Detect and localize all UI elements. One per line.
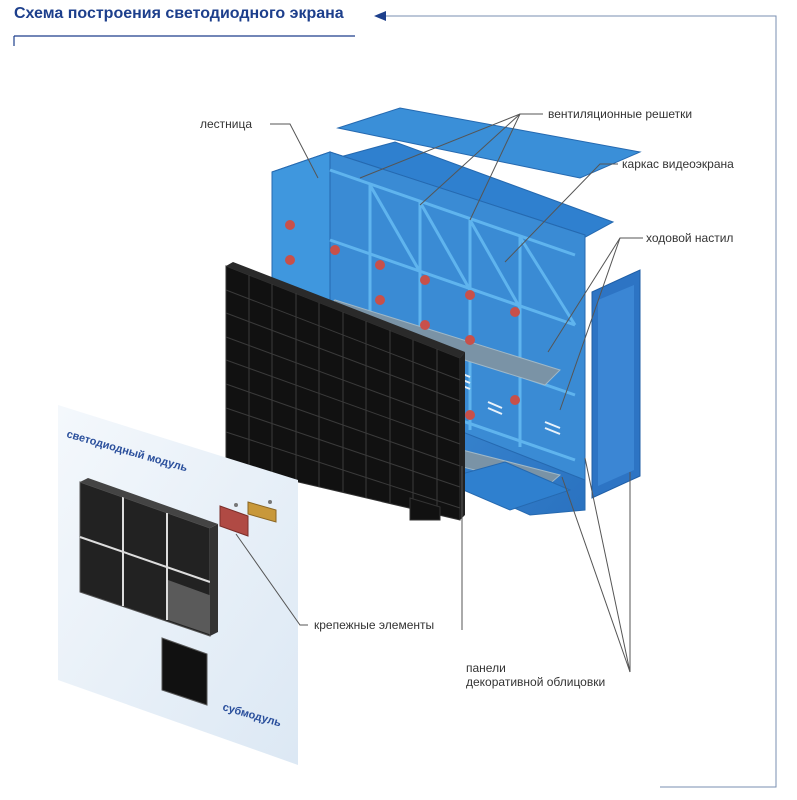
submodule-tile [161, 637, 208, 706]
top-vent-panel [336, 107, 642, 179]
label-ventilation: вентиляционные решетки [548, 107, 692, 121]
bottom-panel [438, 461, 572, 511]
label-panels-line2: декоративной облицовки [466, 675, 605, 689]
label-fasteners: крепежные элементы [314, 618, 434, 632]
fastener-red [219, 505, 249, 537]
label-frame: каркас видеоэкрана [622, 157, 734, 171]
frame-joints [285, 220, 520, 420]
page-frame [13, 11, 777, 788]
label-panels-line1: панели [466, 661, 506, 675]
side-cladding-inner [598, 285, 634, 486]
page-title: Схема построения светодиодного экрана [14, 5, 344, 22]
led-screen-front [225, 262, 465, 521]
label-walkway: ходовой настил [646, 231, 733, 245]
fastener-yellow [247, 501, 277, 523]
arrow-left-icon [374, 11, 386, 21]
leader-lines [235, 113, 643, 673]
screen-grid [225, 275, 461, 514]
led-module-card [58, 405, 298, 765]
label-ladder: лестница [200, 117, 252, 131]
